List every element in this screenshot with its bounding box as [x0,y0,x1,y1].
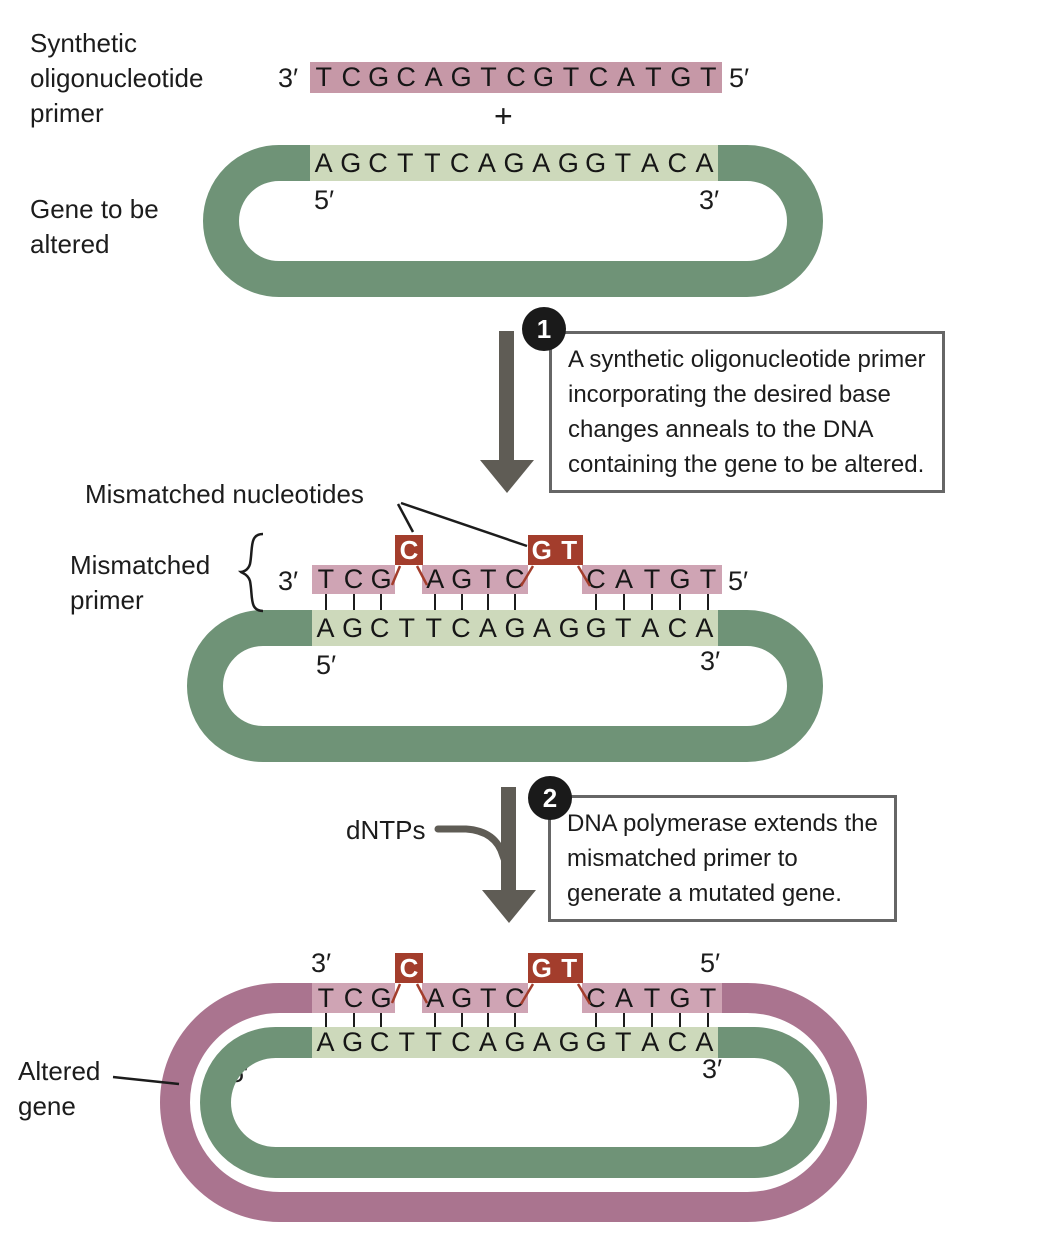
mid-template-5prime-label: 5′ [316,650,337,680]
bottom-primer-5prime-label: 5′ [700,948,721,978]
step-2-number-badge: 2 [528,776,572,820]
strand-gap [395,983,422,1013]
brace-icon [237,532,264,613]
bottom-template-3prime-label: 3′ [702,1054,723,1084]
step-1-number-badge: 1 [522,307,566,351]
mismatch-base-c: C [395,535,423,565]
step-1-arrow-shaft-icon [499,331,514,460]
bottom-primer-3prime-label: 3′ [311,948,332,978]
mid-template-3prime-label: 3′ [700,646,721,676]
base-pair-ticks [582,594,722,610]
step-2-callout: DNA polymerase extends the mismatched pr… [548,795,897,922]
step-2-arrow-shaft-icon [501,787,516,890]
base-pair-ticks [312,1013,395,1027]
top-template-3prime-label: 3′ [699,185,720,215]
top-primer-5prime-label: 5′ [729,63,750,93]
gene-to-be-altered-label: Gene to be altered [30,194,159,259]
pointer-line-icon [396,503,415,533]
mismatched-nucleotides-label: Mismatched nucleotides [85,479,364,509]
step-2-arrow-head-icon [482,890,536,923]
base-pair-ticks [582,1013,722,1027]
mismatched-primer-label: Mismatched primer [70,550,211,615]
altered-gene-label: Altered gene [18,1056,101,1121]
step-1-callout: A synthetic oligonucleotide primer incor… [549,331,945,493]
bottom-mismatch-base-c: C [395,953,423,983]
mid-primer-3prime-label: 3′ [278,566,299,596]
top-template-5prime-label: 5′ [314,185,335,215]
top-primer-3prime-label: 3′ [278,63,299,93]
mid-primer-5prime-label: 5′ [728,566,749,596]
base-pair-ticks [312,594,395,610]
synthetic-primer-label: Synthetic oligonucleotide primer [30,28,204,128]
plus-sign: + [494,98,513,134]
strand-gap [528,983,582,1013]
base-pair-ticks [422,594,528,610]
dntps-label: dNTPs [346,815,426,845]
base-pair-ticks [422,1013,528,1027]
step-1-arrow-head-icon [480,460,534,493]
dntps-connector-icon [434,825,510,868]
